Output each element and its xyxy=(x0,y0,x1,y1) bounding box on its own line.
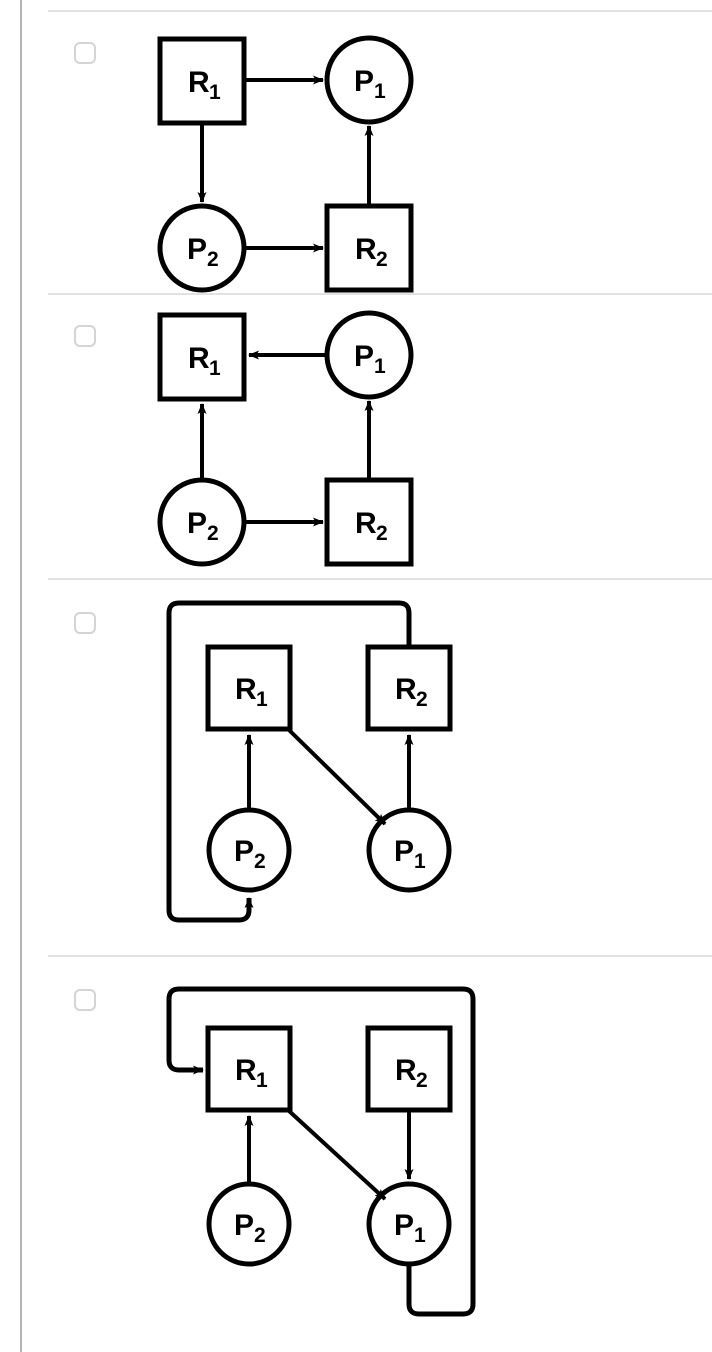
node-r2-label: R xyxy=(355,233,377,266)
node-r2-label: R xyxy=(355,507,377,540)
node-r1 xyxy=(205,1025,293,1113)
node-r1-sub: 1 xyxy=(256,1069,268,1092)
node-p1 xyxy=(324,35,414,125)
graph-diagram-c: R 1 R 2 P 2 P 1 xyxy=(166,600,453,923)
option-row-c[interactable]: R 1 R 2 P 2 P 1 xyxy=(48,578,712,955)
node-r1-label: R xyxy=(235,1054,257,1087)
node-r2-sub: 2 xyxy=(416,688,428,711)
node-r1-sub: 1 xyxy=(256,688,268,711)
node-r1 xyxy=(157,312,247,402)
graph-diagram-b: R 1 P 1 P 2 R 2 xyxy=(157,310,414,567)
node-p1-sub: 1 xyxy=(414,1224,426,1247)
node-r2 xyxy=(365,644,453,732)
node-r2-label: R xyxy=(395,1054,417,1087)
node-p2-label: P xyxy=(234,1209,254,1242)
node-p2-sub: 2 xyxy=(254,1224,266,1247)
node-p1-label: P xyxy=(394,1209,414,1242)
node-p2-label: P xyxy=(187,507,207,540)
node-p1-sub: 1 xyxy=(414,850,426,873)
graph-diagram-a: R 1 P 1 P 2 R 2 xyxy=(157,35,414,293)
node-r1-label: R xyxy=(188,66,210,99)
node-p1 xyxy=(366,1181,452,1267)
option-row-a[interactable]: R 1 P 1 P 2 R 2 xyxy=(48,10,712,293)
node-r1-sub: 1 xyxy=(209,81,221,104)
node-r1 xyxy=(205,644,293,732)
node-r2-label: R xyxy=(395,673,417,706)
node-r2-sub: 2 xyxy=(376,522,388,545)
node-p2-sub: 2 xyxy=(207,522,219,545)
edge-p1-to-r1-loop xyxy=(166,986,476,1317)
option-row-d[interactable]: R 1 R 2 P 2 P 1 xyxy=(48,955,712,1352)
option-checkbox-a[interactable] xyxy=(74,42,96,64)
node-p1-label: P xyxy=(354,340,374,373)
node-p1-sub: 1 xyxy=(374,80,386,103)
graph-diagram-d: R 1 R 2 P 2 P 1 xyxy=(166,986,476,1317)
node-p2-sub: 2 xyxy=(207,248,219,271)
node-r2 xyxy=(365,1025,453,1113)
node-p2-sub: 2 xyxy=(254,850,266,873)
option-checkbox-d[interactable] xyxy=(74,989,96,1011)
option-row-b[interactable]: R 1 P 1 P 2 R 2 xyxy=(48,293,712,578)
node-r1-sub: 1 xyxy=(209,357,221,380)
option-checkbox-b[interactable] xyxy=(74,325,96,347)
node-r2 xyxy=(324,203,414,293)
node-p1-label: P xyxy=(394,835,414,868)
node-r2-sub: 2 xyxy=(376,248,388,271)
left-rail-divider xyxy=(20,0,22,1352)
node-p2-label: P xyxy=(187,233,207,266)
option-checkbox-c[interactable] xyxy=(74,612,96,634)
node-r1 xyxy=(157,36,247,126)
edge-r1-to-p1 xyxy=(286,1108,387,1201)
node-p2-label: P xyxy=(234,835,254,868)
node-r2-sub: 2 xyxy=(416,1069,428,1092)
node-p1-label: P xyxy=(354,65,374,98)
edge-r2-to-p2-loop xyxy=(166,600,412,923)
node-r1-label: R xyxy=(235,673,257,706)
node-p1-sub: 1 xyxy=(374,355,386,378)
edge-r1-to-p1 xyxy=(286,727,387,826)
node-r1-label: R xyxy=(188,342,210,375)
